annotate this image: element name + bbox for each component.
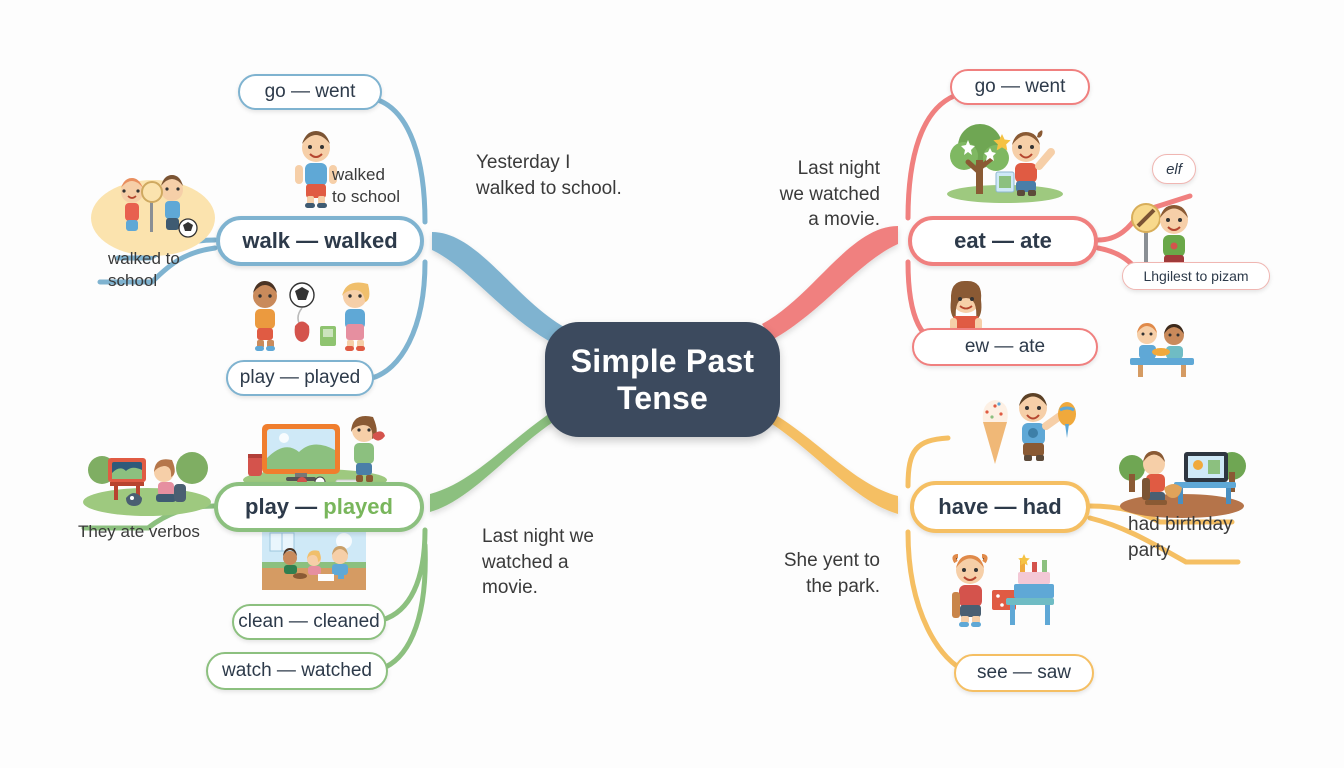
node-watch-watched-label: watch — watched xyxy=(222,660,372,681)
sentence-top-left: Yesterday I walked to school. xyxy=(476,150,666,201)
sentence-top-left-text: Yesterday I walked to school. xyxy=(476,152,622,199)
sentence-bottom-left-text: Last night we watched a movie. xyxy=(482,526,594,599)
node-elf-label: elf xyxy=(1166,160,1182,178)
center-line-1: Simple Past xyxy=(570,343,755,380)
branch-ribbon-yellow xyxy=(764,408,898,514)
sentence-bottom-left: Last night we watched a movie. xyxy=(482,524,662,601)
node-eat-ate[interactable]: eat — ate xyxy=(908,216,1098,266)
node-lhgilest-to-pizam[interactable]: Lhgilest to pizam xyxy=(1122,262,1270,290)
sentence-bottom-right-text: She yent to the park. xyxy=(783,550,880,597)
node-clean-cleaned[interactable]: clean — cleaned xyxy=(232,604,386,640)
node-played-accent: played xyxy=(323,494,393,519)
kids-playing-ball-bag-illustration xyxy=(253,281,370,351)
center-line-2: Tense xyxy=(616,379,709,416)
two-kids-at-table-illustration xyxy=(1130,323,1194,377)
boy-with-icecream-illustration xyxy=(982,393,1076,464)
node-go-went-right[interactable]: go — went xyxy=(950,69,1090,105)
node-play-played-blue-label: play — played xyxy=(239,367,361,388)
tv-and-girl-scene-illustration xyxy=(243,416,387,491)
node-go-went-left[interactable]: go — went xyxy=(238,74,382,110)
node-clean-cleaned-label: clean — cleaned xyxy=(238,611,380,632)
node-watch-watched[interactable]: watch — watched xyxy=(206,652,388,690)
label-walked-to-school-left-text: walked to school xyxy=(108,249,180,291)
sentence-top-right-text: Last night we watched a movie. xyxy=(779,158,880,231)
label-had-birthday-party-text: had birthday party xyxy=(1128,514,1233,561)
node-play-prefix: play — xyxy=(245,494,324,519)
label-walked-to-school-left: walked to school xyxy=(108,248,228,293)
node-see-saw[interactable]: see — saw xyxy=(954,654,1094,692)
node-play-played-green-label: play — played xyxy=(245,494,393,520)
node-play-played-green[interactable]: play — played xyxy=(214,482,424,532)
boy-with-tree-scene-illustration xyxy=(947,124,1063,203)
branch-ribbon-blue xyxy=(432,232,566,345)
node-eat-ate-label: eat — ate xyxy=(954,228,1052,253)
node-go-went-left-label: go — went xyxy=(264,81,356,102)
node-see-saw-label: see — saw xyxy=(977,662,1071,683)
label-walked-to-school-illus: walked to school xyxy=(332,164,452,209)
node-walk-walked-label: walk — walked xyxy=(242,228,398,253)
node-walk-walked[interactable]: walk — walked xyxy=(216,216,424,266)
node-ew-ate[interactable]: ew — ate xyxy=(912,328,1098,366)
branch-ribbon-green xyxy=(430,404,564,512)
center-node-label: Simple Past Tense xyxy=(561,343,765,415)
node-have-had-label: have — had xyxy=(938,494,1062,519)
label-walked-to-school-illus-text: walked to school xyxy=(332,165,401,207)
node-go-went-right-label: go — went xyxy=(974,76,1066,97)
node-play-played-blue[interactable]: play — played xyxy=(226,360,374,396)
sentence-top-right: Last night we watched a movie. xyxy=(720,156,880,233)
family-at-table-photo-illustration xyxy=(262,528,366,590)
label-they-ate-verbos-text: They ate verbos xyxy=(78,522,200,541)
girl-watching-tv-scene-illustration xyxy=(83,452,211,516)
label-had-birthday-party: had birthday party xyxy=(1128,512,1268,563)
boy-at-birthday-table-illustration xyxy=(952,554,1054,627)
branch-ribbon-red xyxy=(762,226,898,340)
node-lhgilest-to-pizam-label: Lhgilest to pizam xyxy=(1143,268,1249,284)
sentence-bottom-right: She yent to the park. xyxy=(710,548,880,599)
boy-watching-tv-scene-illustration xyxy=(1119,451,1246,518)
node-have-had[interactable]: have — had xyxy=(910,481,1090,533)
kids-with-ball-scene-illustration xyxy=(91,175,215,256)
center-node[interactable]: Simple Past Tense xyxy=(545,322,780,437)
node-elf[interactable]: elf xyxy=(1152,154,1196,184)
node-ew-ate-label: ew — ate xyxy=(964,336,1046,357)
